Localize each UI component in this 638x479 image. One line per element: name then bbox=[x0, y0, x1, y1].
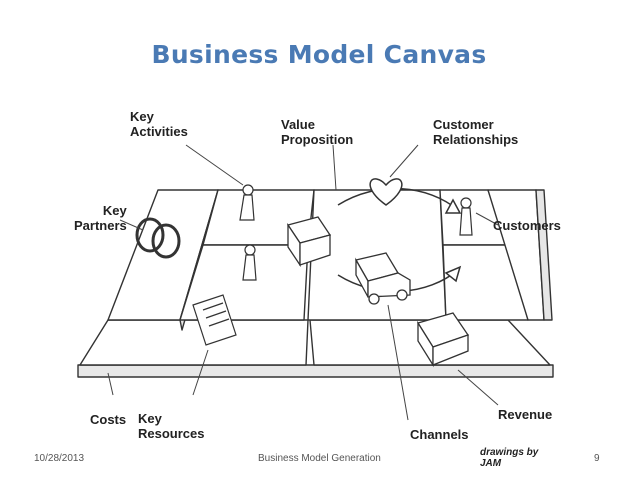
footer-date: 10/28/2013 bbox=[34, 453, 85, 464]
drawing-credit: drawings by JAM bbox=[480, 447, 539, 469]
heart-icon bbox=[369, 178, 403, 206]
cash-register-icon bbox=[416, 312, 470, 368]
page-number: 9 bbox=[594, 453, 600, 464]
canvas-sketch bbox=[77, 144, 554, 421]
label-key-partners: Key Partners bbox=[74, 203, 127, 233]
worker-figure-icon bbox=[239, 184, 473, 281]
label-value-proposition: Value Proposition bbox=[281, 117, 354, 147]
papers-icon bbox=[192, 294, 237, 346]
slide-title: Business Model Canvas bbox=[151, 40, 487, 69]
business-model-canvas-illustration: Key Activities Value Proposition Custome… bbox=[68, 95, 561, 469]
label-costs: Costs bbox=[90, 412, 127, 427]
footer-title: Business Model Generation bbox=[258, 453, 381, 464]
label-key-resources: Key Resources bbox=[138, 411, 205, 441]
label-revenue: Revenue bbox=[498, 407, 553, 422]
label-customer-relationships: Customer Relationships bbox=[433, 117, 519, 147]
truck-icon bbox=[355, 252, 411, 305]
rings-icon bbox=[135, 217, 181, 259]
gift-icon bbox=[286, 216, 332, 268]
label-key-activities: Key Activities bbox=[130, 109, 188, 139]
costs-block bbox=[79, 319, 309, 366]
label-channels: Channels bbox=[410, 427, 469, 442]
label-customers: Customers bbox=[493, 218, 561, 233]
